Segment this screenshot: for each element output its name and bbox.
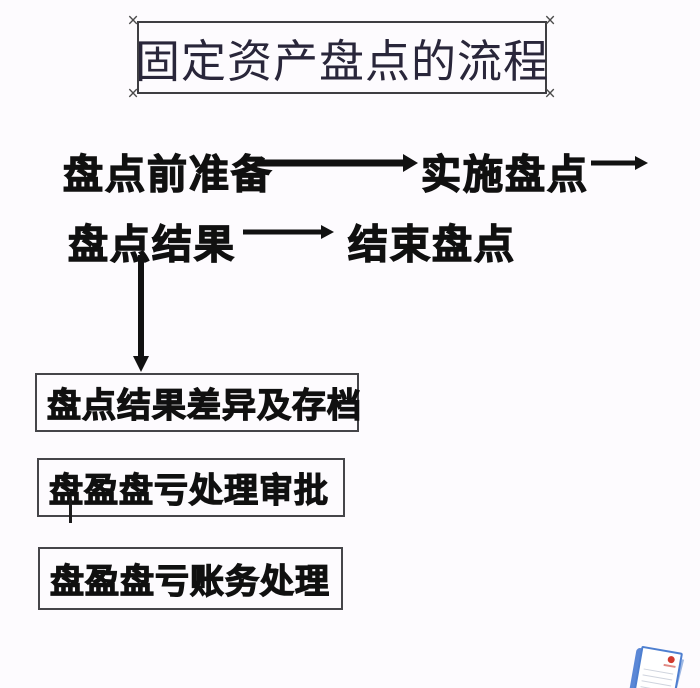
step-preparation: 盘点前准备 [62, 152, 273, 197]
document-icon [627, 645, 700, 688]
process-box-label: 盘盈盘亏账务处理 [49, 562, 330, 601]
crop-mark-top-left-icon: × [127, 10, 139, 32]
red-seal-icon [667, 655, 676, 664]
process-box-accounting: 盘盈盘亏账务处理 [38, 547, 343, 610]
stray-tick-line [69, 499, 72, 523]
step-implement: 实施盘点 [420, 152, 589, 197]
arrow-right-icon [256, 154, 418, 172]
document-page [632, 645, 684, 688]
arrow-right-icon [243, 225, 334, 239]
process-box-approval: 盘盈盘亏处理审批 [37, 458, 345, 517]
arrow-down-icon [133, 255, 149, 372]
crop-mark-bottom-right-icon: × [544, 83, 556, 105]
page-title: 固定资产盘点的流程 [135, 36, 550, 87]
process-box-label: 盘盈盘亏处理审批 [48, 471, 329, 510]
crop-mark-top-right-icon: × [544, 10, 556, 32]
process-box-label: 盘点结果差异及存档 [46, 386, 362, 425]
process-box-archive: 盘点结果差异及存档 [35, 373, 362, 432]
step-results: 盘点结果 [67, 222, 236, 267]
step-finish: 结束盘点 [347, 222, 516, 267]
crop-mark-bottom-left-icon: × [127, 83, 139, 105]
title-box: 固定资产盘点的流程 [135, 21, 550, 94]
arrow-right-exit-icon [591, 156, 648, 170]
